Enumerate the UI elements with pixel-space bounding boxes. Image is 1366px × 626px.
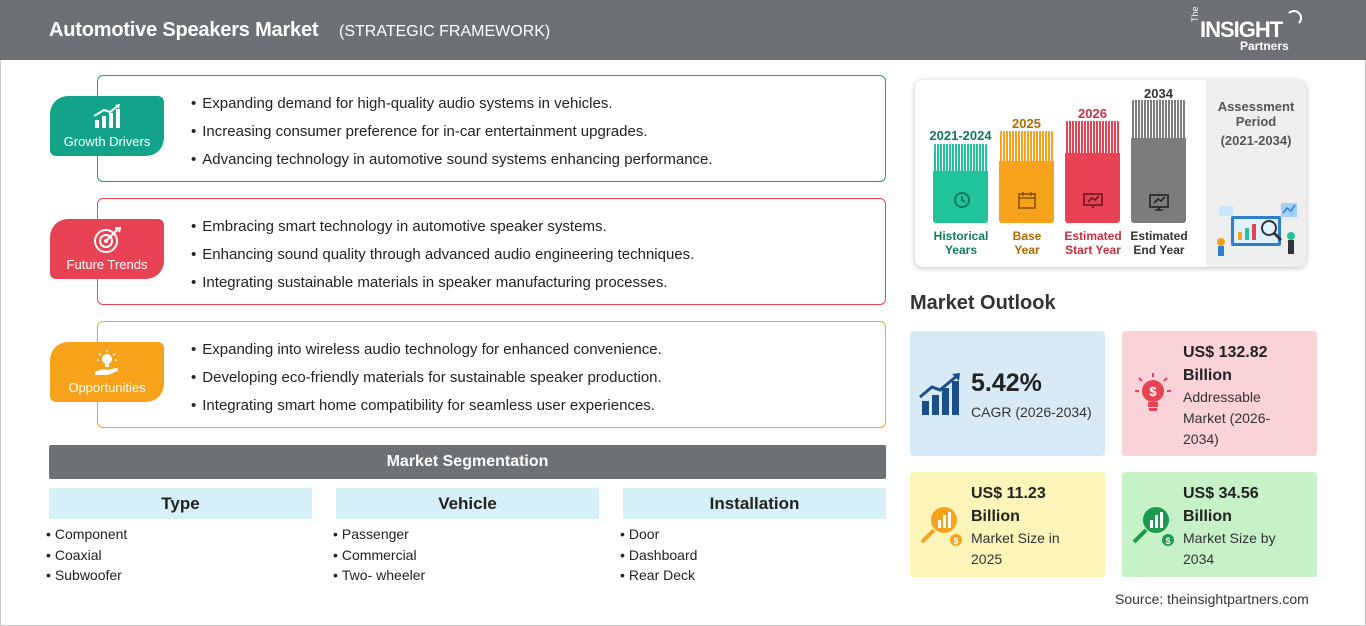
growth-chart-icon: [93, 104, 120, 128]
market-size-2025-label: Market Size in 2025: [971, 530, 1060, 567]
list-item: Integrating smart home compatibility for…: [191, 396, 662, 424]
segment-type-list: Component Coaxial Subwoofer: [46, 525, 127, 587]
list-item: Two- wheeler: [333, 566, 425, 587]
list-item: Expanding into wireless audio technology…: [191, 340, 661, 368]
growth-drivers-badge: Growth Drivers: [50, 96, 164, 156]
analytics-illustration-icon: [1217, 203, 1297, 256]
segment-vehicle-header: Vehicle: [336, 488, 599, 519]
segment-vehicle-list: Passenger Commercial Two- wheeler: [333, 525, 425, 587]
list-item: Embracing smart technology in automotive…: [191, 217, 694, 245]
list-item: Coaxial: [46, 546, 127, 567]
timeline-year: 2026: [1078, 106, 1107, 121]
timeline-bar: [1065, 121, 1120, 223]
list-item: Increasing consumer preference for in-ca…: [191, 122, 713, 150]
timeline-caption: Estimated Start Year: [1064, 229, 1122, 257]
timeline-bar: [1131, 100, 1186, 223]
future-trends-box: Embracing smart technology in automotive…: [97, 198, 886, 305]
target-icon: [94, 227, 122, 253]
page-title: Automotive Speakers Market: [49, 19, 319, 41]
timeline-column-historical: 2021-2024 Historical Years: [929, 125, 991, 257]
timeline-column-base: 2025 Base Year: [999, 114, 1054, 257]
monitor-chart-icon: [1148, 194, 1169, 211]
header-bar: Automotive Speakers Market (STRATEGIC FR…: [0, 0, 1366, 60]
list-item: Developing eco-friendly materials for su…: [191, 368, 662, 396]
timeline-year: 2025: [1012, 116, 1041, 131]
list-item: Subwoofer: [46, 566, 127, 587]
market-segmentation-header: Market Segmentation: [49, 445, 886, 479]
assessment-title: Assessment Period: [1217, 99, 1295, 129]
insight-partners-logo[interactable]: The INSIGHT Partners: [1190, 6, 1310, 54]
logo-partners: Partners: [1240, 39, 1289, 53]
list-item: Door: [620, 525, 697, 546]
addressable-market-label: Addressable Market (2026- 2034): [1183, 389, 1271, 447]
growth-drivers-box: Expanding demand for high-quality audio …: [97, 75, 886, 182]
future-trends-badge: Future Trends: [50, 219, 164, 279]
market-size-2034-label: Market Size by 2034: [1183, 530, 1276, 567]
growth-bars-icon: [919, 373, 960, 415]
timeline-card: 2021-2024 Historical Years 2025 Base Yea…: [915, 80, 1306, 267]
badge-label: Future Trends: [66, 257, 148, 272]
growth-drivers-list: Expanding demand for high-quality audio …: [191, 94, 713, 178]
addressable-market-card: $ US$ 132.82 Billion Addressable Market …: [1122, 331, 1317, 456]
cagr-card: 5.42% CAGR (2026-2034): [910, 331, 1105, 456]
timeline-column-start: 2026 Estimated Start Year: [1064, 104, 1121, 257]
logo-the: The: [1190, 6, 1200, 22]
timeline-bar: [999, 131, 1054, 223]
opportunities-box: Expanding into wireless audio technology…: [97, 321, 886, 428]
page-subtitle: (STRATEGIC FRAMEWORK): [339, 23, 551, 40]
segment-installation-list: Door Dashboard Rear Deck: [620, 525, 698, 587]
source-note: Source: theinsightpartners.com: [1115, 591, 1309, 607]
market-outlook-title: Market Outlook: [910, 292, 1056, 314]
logo-arc-icon: [1286, 10, 1302, 26]
money-bulb-icon: $: [1135, 373, 1171, 411]
assessment-period-panel: Assessment Period (2021-2034): [1206, 80, 1306, 267]
market-size-2025-card: $ US$ 11.23 Billion Market Size in 2025: [910, 472, 1105, 577]
future-trends-list: Embracing smart technology in automotive…: [191, 217, 694, 301]
timeline-column-end: 2034 Estimated End Year: [1130, 84, 1187, 257]
history-icon: [953, 192, 970, 208]
segment-type-header: Type: [49, 488, 312, 519]
badge-label: Growth Drivers: [63, 134, 151, 149]
calendar-icon: [1017, 192, 1036, 209]
list-item: Advancing technology in automotive sound…: [191, 150, 712, 178]
lightbulb-hand-icon: [95, 350, 119, 375]
market-size-2034-value: US$ 34.56 Billion: [1183, 485, 1259, 525]
list-item: Passenger: [333, 525, 425, 546]
svg-text:$: $: [953, 536, 958, 546]
list-item: Integrating sustainable materials in spe…: [191, 273, 694, 301]
market-size-2025-value: US$ 11.23 Billion: [971, 485, 1046, 525]
timeline-year: 2021-2024: [929, 128, 992, 143]
addressable-market-value: US$ 132.82 Billion: [1183, 344, 1268, 384]
opportunities-list: Expanding into wireless audio technology…: [191, 340, 662, 424]
magnifier-chart-icon: $: [920, 507, 962, 546]
svg-text:$: $: [1149, 384, 1157, 399]
opportunities-badge: Opportunities: [50, 342, 164, 402]
cagr-label: CAGR (2026-2034): [971, 404, 1092, 420]
timeline-caption: Base Year: [1012, 229, 1042, 257]
assessment-period: (2021-2034): [1220, 133, 1292, 148]
badge-label: Opportunities: [68, 380, 146, 395]
list-item: Component: [46, 525, 127, 546]
svg-text:$: $: [1165, 536, 1170, 546]
cagr-value: 5.42%: [971, 369, 1042, 397]
timeline-bar: [933, 144, 988, 223]
logo-insight: INSIGHT: [1200, 17, 1283, 42]
timeline-caption: Estimated End Year: [1130, 229, 1188, 257]
list-item: Commercial: [333, 546, 425, 567]
segment-installation-header: Installation: [623, 488, 886, 519]
timeline-caption: Historical Years: [933, 229, 989, 257]
list-item: Enhancing sound quality through advanced…: [191, 245, 694, 273]
magnifier-chart-icon: $: [1132, 507, 1174, 546]
list-item: Rear Deck: [620, 566, 697, 587]
list-item: Dashboard: [620, 546, 698, 567]
presentation-icon: [1082, 193, 1103, 208]
timeline-year: 2034: [1144, 86, 1173, 101]
list-item: Expanding demand for high-quality audio …: [191, 94, 713, 122]
market-size-2034-card: $ US$ 34.56 Billion Market Size by 2034: [1122, 472, 1317, 577]
